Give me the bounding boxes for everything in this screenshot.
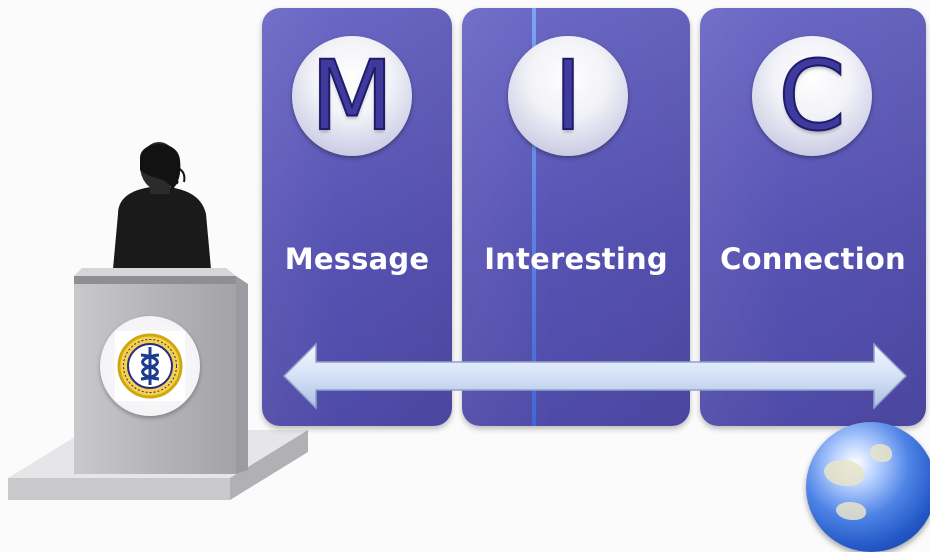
globe-land bbox=[824, 460, 864, 486]
letter-c: C bbox=[778, 48, 845, 144]
seal-emblem bbox=[115, 331, 185, 401]
label-connection: Connection bbox=[700, 242, 926, 276]
letter-circle-c: C bbox=[752, 36, 872, 156]
label-message: Message bbox=[262, 242, 452, 276]
double-arrow-icon bbox=[282, 342, 908, 410]
letter-i: I bbox=[554, 48, 582, 144]
speaker-icon bbox=[112, 142, 212, 280]
seal-icon bbox=[100, 316, 200, 416]
mic-diagram: M I C Message Interesting Connection bbox=[0, 0, 930, 538]
letter-m: M bbox=[311, 48, 394, 144]
globe-land bbox=[870, 444, 892, 462]
globe-icon bbox=[806, 422, 930, 552]
label-interesting: Interesting bbox=[462, 242, 690, 276]
globe-land bbox=[836, 502, 866, 520]
letter-circle-m: M bbox=[292, 36, 412, 156]
caduceus-icon bbox=[117, 333, 183, 399]
letter-circle-i: I bbox=[508, 36, 628, 156]
